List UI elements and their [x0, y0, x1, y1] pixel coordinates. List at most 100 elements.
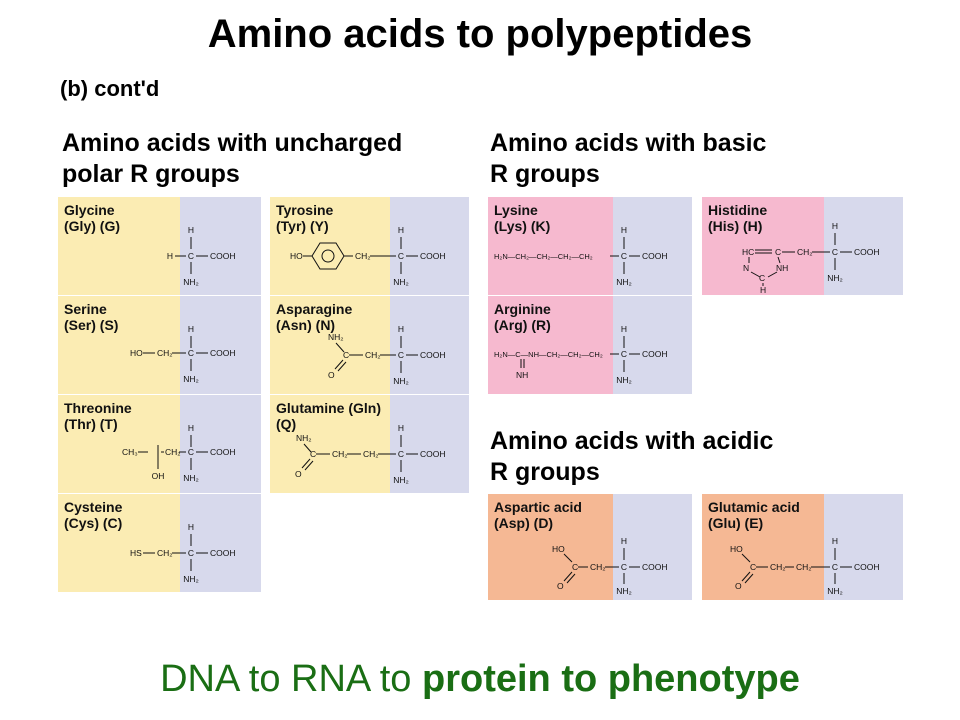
formula-c: C [188, 447, 194, 457]
formula-h: H [188, 423, 194, 433]
bond [563, 571, 573, 582]
card-cysteine: Cysteine (Cys) (C) H HS CH₂ C COOH NH₂ [58, 494, 261, 592]
formula-h: H [188, 225, 194, 235]
formula-ch2: CH₂ [355, 251, 371, 261]
bond [767, 271, 778, 278]
formula-nh2: NH₂ [827, 586, 843, 596]
lysine-structure: H H₂N—CH₂—CH₂—CH₂—CH₂ C COOH NH₂ [494, 225, 668, 287]
amino-acid-name: Histidine (His) (H) [708, 202, 768, 234]
bond [303, 443, 312, 453]
formula-cooh: COOH [854, 562, 880, 572]
formula-c: C [398, 449, 404, 459]
amino-acid-name: Glutamine (Gln) (Q) [276, 400, 381, 432]
footer-bold-text: protein to phenotype [422, 658, 800, 700]
card-histidine: Histidine (His) (H) H HC C CH₂ N NH C H … [702, 197, 903, 295]
formula-h: H [832, 221, 838, 231]
heading-basic: Amino acids with basic R groups [490, 128, 766, 190]
formula-nh2: NH₂ [183, 374, 199, 384]
formula-h: H [621, 536, 627, 546]
formula-o: O [735, 581, 742, 591]
heading-uncharged-line1: Amino acids with uncharged [62, 129, 403, 157]
bond [334, 359, 344, 370]
formula-ho: HO [290, 251, 303, 261]
name-box [702, 197, 824, 295]
formula-ch2: CH₂ [157, 548, 173, 558]
formula-ho: HO [130, 348, 143, 358]
name-box [488, 494, 613, 600]
name-box [488, 296, 613, 394]
structure-box [180, 494, 261, 592]
formula-c: C [759, 273, 765, 283]
structure-box [613, 494, 692, 600]
threonine-structure: H CH₃ CH₂ C COOH OH NH₂ [122, 423, 236, 483]
card-asparagine: Asparagine (Asn) (N) H NH₂ C CH₂ O C COO… [270, 296, 469, 394]
formula-c: C [398, 350, 404, 360]
formula-nh: NH [776, 263, 788, 273]
bond [301, 458, 311, 469]
name-box [702, 494, 824, 600]
formula-c: C [832, 247, 838, 257]
structure-box [180, 395, 261, 493]
amino-acid-name: Arginine (Arg) (R) [494, 301, 551, 333]
formula-c: C [775, 247, 781, 257]
card-aspartic-acid: Aspartic acid (Asp) (D) H HO C CH₂ O C C… [488, 494, 692, 600]
arginine-structure: H H₂N—C—NH—CH₂—CH₂—CH₂ NH C COOH NH₂ [494, 324, 668, 385]
benzene-inner-ring [321, 249, 335, 263]
formula-cooh: COOH [210, 348, 236, 358]
bond [744, 573, 754, 584]
card-tyrosine: Tyrosine (Tyr) (Y) H HO CH₂ C COOH NH₂ [270, 197, 469, 295]
cysteine-structure: H HS CH₂ C COOH NH₂ [130, 522, 236, 584]
formula-cooh: COOH [210, 251, 236, 261]
formula-ch2: CH₂ [365, 350, 381, 360]
card-arginine: Arginine (Arg) (R) H H₂N—C—NH—CH₂—CH₂—CH… [488, 296, 692, 394]
tyrosine-structure: H HO CH₂ C COOH NH₂ [290, 225, 446, 287]
formula-c: C [750, 562, 756, 572]
amino-acid-name: Aspartic acid (Asp) (D) [494, 499, 582, 531]
formula-ch2: CH₂ [770, 562, 786, 572]
bond [563, 553, 573, 563]
formula-hs: HS [130, 548, 142, 558]
formula-o: O [295, 469, 302, 479]
formula-c: C [188, 348, 194, 358]
formula-cooh: COOH [420, 350, 446, 360]
bond [741, 553, 751, 563]
formula-cooh: COOH [210, 447, 236, 457]
formula-cooh: COOH [210, 548, 236, 558]
formula-nh2: NH₂ [393, 475, 409, 485]
formula-ch3: CH₃ [122, 447, 138, 457]
bond [777, 256, 781, 264]
structure-box [390, 395, 469, 493]
formula-h: H [188, 522, 194, 532]
formula-cooh: COOH [642, 251, 668, 261]
name-box [58, 395, 180, 493]
card-glutamine: Glutamine (Gln) (Q) H NH₂ C CH₂ CH₂ O C … [270, 395, 469, 493]
formula-c: C [188, 251, 194, 261]
amino-acid-name: Serine (Ser) (S) [64, 301, 119, 333]
glutamine-structure: H NH₂ C CH₂ CH₂ O C COOH NH₂ [295, 423, 446, 485]
heading-acidic-line2: R groups [490, 458, 600, 486]
formula-h: H [398, 423, 404, 433]
formula-nh2: NH₂ [183, 277, 199, 287]
formula-cooh: COOH [420, 449, 446, 459]
formula-ho: HO [552, 544, 565, 554]
name-box [58, 197, 180, 295]
card-glutamic-acid: Glutamic acid (Glu) (E) H HO C CH₂ CH₂ O… [702, 494, 903, 600]
formula-nh2: NH₂ [616, 375, 632, 385]
aspartic-acid-structure: H HO C CH₂ O C COOH NH₂ [552, 536, 668, 596]
asparagine-structure: H NH₂ C CH₂ O C COOH NH₂ [328, 324, 446, 386]
formula-nh2: NH₂ [393, 376, 409, 386]
formula-h: H [621, 225, 627, 235]
formula-h: H [760, 285, 766, 295]
formula-nh2: NH₂ [616, 277, 632, 287]
formula-h: H [621, 324, 627, 334]
footer-plain-text: DNA to RNA to [160, 658, 422, 700]
formula-arg-chain: H₂N—C—NH—CH₂—CH₂—CH₂ [494, 350, 603, 359]
structure-box [390, 197, 469, 295]
formula-oh: OH [152, 471, 165, 481]
formula-c: C [621, 349, 627, 359]
footer-caption: DNA to RNA to protein to phenotype [0, 658, 960, 701]
heading-basic-line1: Amino acids with basic [490, 129, 767, 157]
structure-box [613, 296, 692, 394]
formula-c: C [621, 251, 627, 261]
formula-nh2: NH₂ [328, 332, 344, 342]
